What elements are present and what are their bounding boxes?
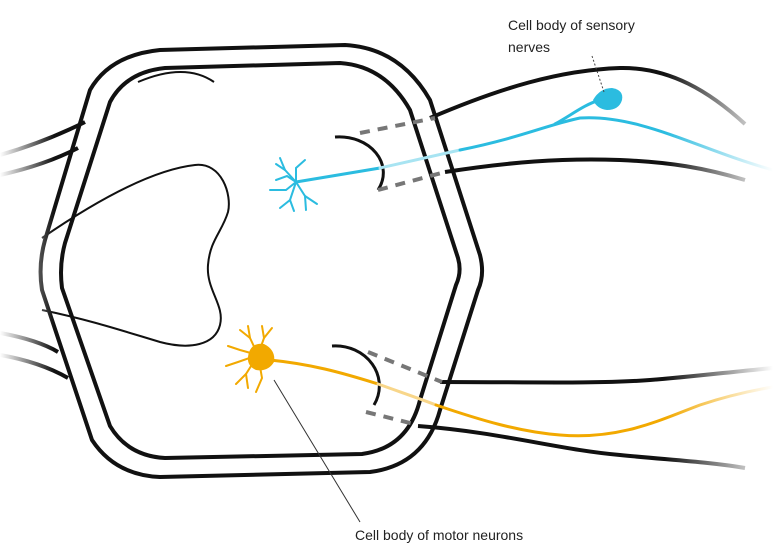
sensory-label-line2: nerves: [508, 39, 550, 55]
sensory-label-line1: Cell body of sensory: [508, 17, 635, 33]
motor-label: Cell body of motor neurons: [355, 527, 523, 543]
